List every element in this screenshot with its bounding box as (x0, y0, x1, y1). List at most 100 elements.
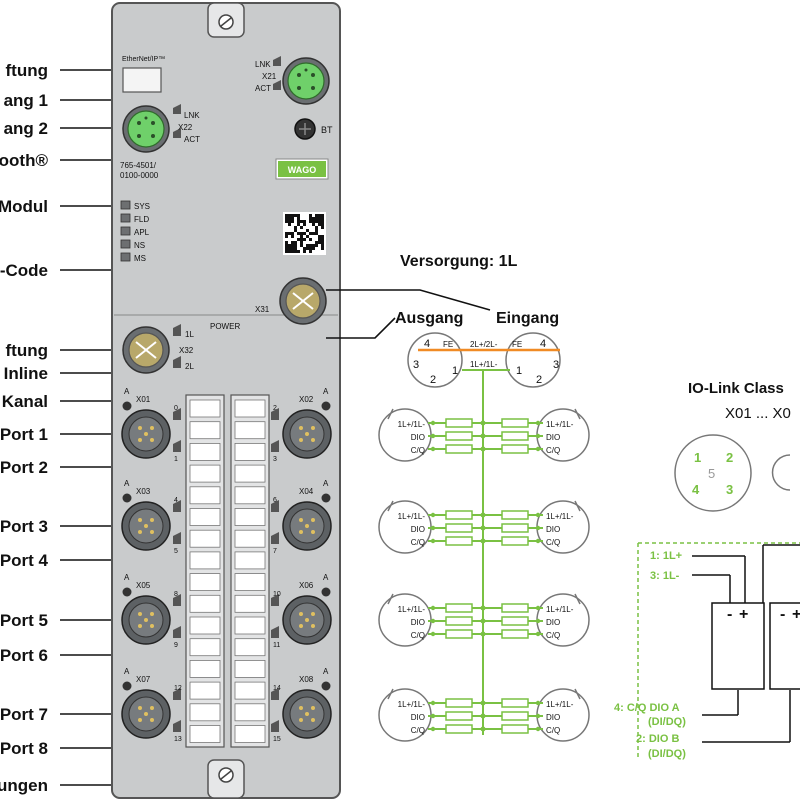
fuse-icon (445, 523, 473, 533)
callout-label-8: Kanal (2, 392, 48, 411)
fuse-icon (445, 431, 473, 441)
channel-number: 13 (174, 736, 182, 743)
port-x08-label: X08 (299, 675, 314, 684)
io-link-subtitle: X01 ... X0 (725, 405, 791, 422)
channel-led-window (189, 660, 221, 678)
right-row-label: 1L+/1L- (546, 512, 574, 521)
port-led-icon (122, 587, 132, 597)
callout-label-16: Port 8 (0, 739, 48, 758)
fuse-icon (445, 698, 473, 708)
part-number-2: 0100-0000 (120, 171, 159, 180)
channel-led-window (189, 681, 221, 700)
fuse-icon (501, 616, 529, 626)
box-a-minus: - (727, 606, 732, 623)
left-row-label: 1L+/1L- (398, 420, 426, 429)
address-window (122, 67, 162, 93)
right-row-label: 1L+/1L- (546, 605, 574, 614)
led-apl-icon (120, 226, 131, 236)
fuse-icon (445, 603, 473, 613)
pin-3-right: 3 (553, 359, 559, 371)
pin-1: 1 (694, 450, 701, 465)
channel-led-window (234, 616, 266, 635)
left-row-label: DIO (411, 433, 425, 442)
fuse-icon (445, 724, 473, 734)
led-apl-label: APL (134, 228, 150, 237)
callout-label-9: Port 1 (0, 425, 48, 444)
channel-led-window (189, 638, 221, 657)
led-ms-label: MS (134, 254, 146, 263)
x21-ethernet-connector-icon[interactable] (287, 62, 325, 100)
right-row-label: DIO (546, 433, 560, 442)
left-row-label: C/Q (411, 631, 425, 640)
x32-1l-label: 1L (185, 330, 194, 339)
channel-led-window (234, 442, 266, 461)
x21-label: X21 (262, 72, 277, 81)
led-fld-icon (120, 213, 131, 223)
fe-right: FE (512, 340, 522, 349)
right-row-label: DIO (546, 525, 560, 534)
fuse-icon (501, 536, 529, 546)
qr-code (283, 212, 326, 255)
dio-b-label: 2: DIO B (636, 733, 679, 745)
fuse-icon (501, 510, 529, 520)
channel-led-window (234, 529, 266, 548)
x22-label: X22 (178, 123, 193, 132)
x22-lnk-label: LNK (184, 111, 200, 120)
port-x05-a-label: A (124, 573, 130, 582)
callout-label-6: ftung (6, 341, 48, 360)
ausgang-label: Ausgang (395, 310, 463, 327)
pin-5: 5 (708, 466, 715, 481)
left-row-label: 1L+/1L- (398, 512, 426, 521)
pin-1-right: 1 (516, 365, 522, 377)
port-led-icon (321, 401, 331, 411)
fe-left: FE (443, 340, 453, 349)
left-row-label: C/Q (411, 538, 425, 547)
left-row-label: 1L+/1L- (398, 700, 426, 709)
pin-2-left: 2 (430, 374, 436, 386)
pin-3-label: 3: 1L- (650, 570, 680, 582)
channel-led-window (234, 660, 266, 678)
supply-connector-in-icon (505, 332, 561, 388)
di-dq-a-label: (DI/DQ) (648, 716, 686, 728)
part-number-1: 765-4501/ (120, 161, 157, 170)
right-row-label: DIO (546, 618, 560, 627)
port-led-icon (321, 493, 331, 503)
load-box-a (711, 602, 765, 690)
channel-number: 2 (273, 405, 277, 412)
channel-connector-right-icon (536, 688, 590, 742)
supply-connector-out-icon (407, 332, 463, 388)
x32-2l-label: 2L (185, 362, 194, 371)
x22-ethernet-connector-icon[interactable] (127, 110, 165, 148)
right-row-label: C/Q (546, 726, 560, 735)
channel-led-window (189, 399, 221, 418)
pin-2: 2 (726, 450, 733, 465)
channel-connector-right-icon (536, 500, 590, 554)
right-row-label: C/Q (546, 446, 560, 455)
ethernet-logo: EtherNet/IP™ (122, 56, 165, 63)
left-row-label: DIO (411, 525, 425, 534)
callout-label-17: ungen (0, 776, 48, 795)
fuse-icon (445, 444, 473, 454)
right-row-label: C/Q (546, 631, 560, 640)
channel-led-window (234, 703, 266, 722)
io-link-title: IO-Link Class (688, 380, 784, 397)
channel-led-window (189, 616, 221, 635)
x21-lnk-label: LNK (255, 60, 271, 69)
fuse-icon (445, 629, 473, 639)
led-sys-icon (120, 200, 131, 210)
io-link-class-section: IO-Link Class X01 ... X0 1 2 5 4 3 1: 1L… (614, 380, 800, 760)
right-row-label: C/Q (546, 538, 560, 547)
fuse-icon (501, 711, 529, 721)
channel-number: 3 (273, 456, 277, 463)
fuse-icon (501, 629, 529, 639)
supply-title: Versorgung: 1L (400, 253, 518, 270)
fuse-icon (501, 523, 529, 533)
box-a-plus: + (739, 606, 748, 623)
channel-led-window (234, 508, 266, 526)
pin-2-right: 2 (536, 374, 542, 386)
pin-3: 3 (726, 482, 733, 497)
port-x05-label: X05 (136, 581, 151, 590)
port-led-icon (122, 681, 132, 691)
port-x04-label: X04 (299, 487, 314, 496)
